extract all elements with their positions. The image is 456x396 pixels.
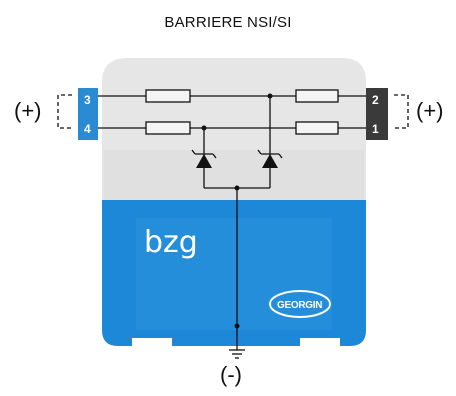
- right-polarity-label: (+): [416, 98, 444, 123]
- terminal-3: 3: [84, 93, 91, 107]
- diagram-title: BARRIERE NSI/SI: [164, 14, 292, 31]
- terminal-block-left: [78, 88, 98, 140]
- junction-left: [201, 125, 207, 131]
- ground-icon: [229, 349, 245, 359]
- resistor-left-bottom: [145, 121, 191, 135]
- bzg-logo: bzg: [144, 225, 198, 260]
- junction-bottom: [234, 185, 240, 191]
- zener-diode-right: [257, 149, 283, 168]
- housing-top-band: [104, 150, 364, 200]
- terminal-1: 1: [372, 122, 379, 136]
- housing-bottom-panel: [136, 218, 332, 330]
- zener-diode-left: [191, 149, 217, 168]
- resistor-right-top: [295, 89, 339, 103]
- bottom-polarity-label: (-): [220, 362, 242, 387]
- right-bracket: [394, 94, 409, 129]
- georgin-logo-text: GEORGIN: [277, 300, 322, 311]
- junction-ground: [234, 323, 240, 329]
- resistor-left-top: [145, 89, 191, 103]
- circuit-wires: [98, 95, 366, 350]
- terminal-2: 2: [372, 93, 379, 107]
- georgin-logo: GEORGIN: [269, 290, 331, 318]
- terminal-4: 4: [84, 122, 91, 136]
- left-bracket: [57, 94, 72, 129]
- junction-right: [267, 93, 273, 99]
- terminal-block-right: [366, 88, 388, 140]
- resistor-right-bottom: [295, 121, 339, 135]
- left-polarity-label: (+): [14, 98, 42, 123]
